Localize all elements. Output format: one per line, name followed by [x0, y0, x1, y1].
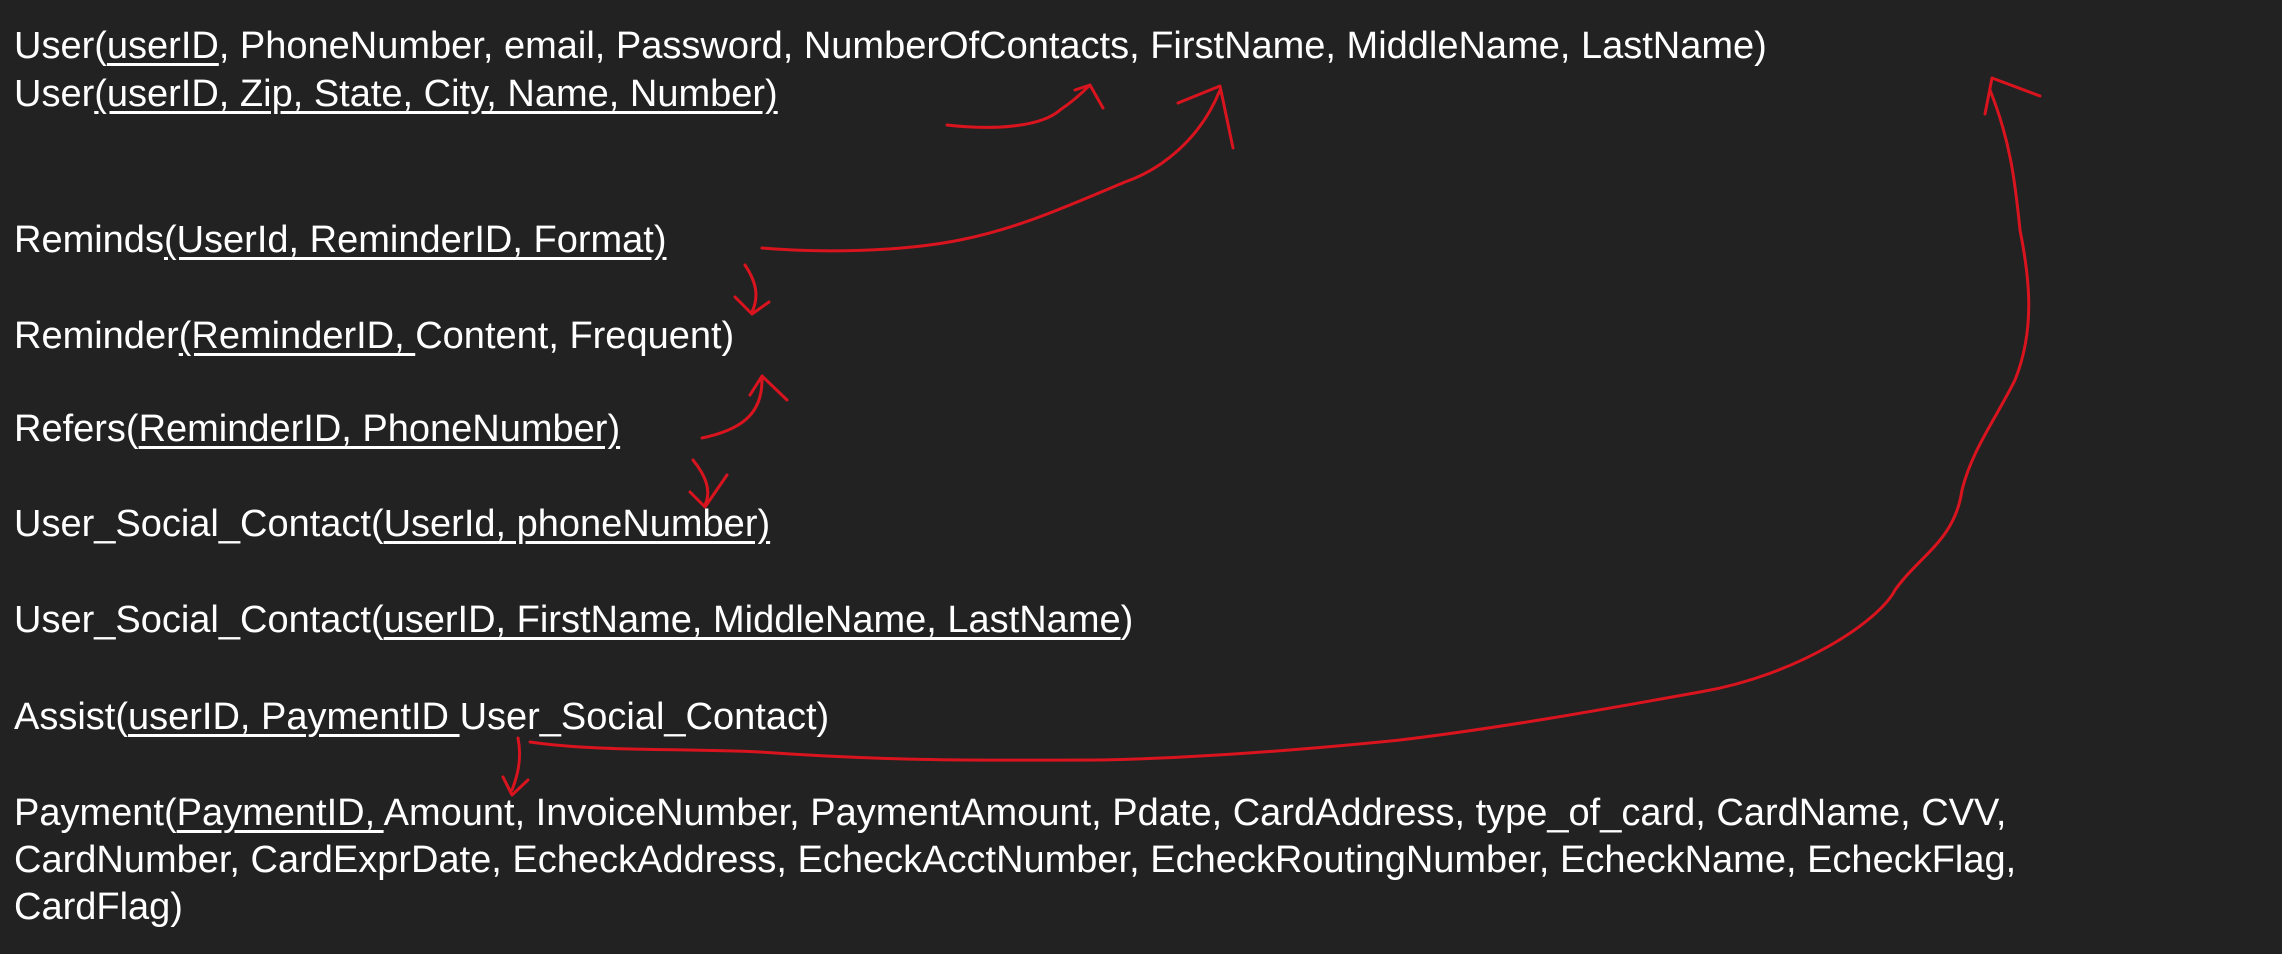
- attributes: Content, Frequent): [415, 315, 735, 357]
- attributes: , PhoneNumber, email, Password, NumberOf…: [218, 25, 1767, 67]
- key-attributes: (UserId, ReminderID, Format): [163, 219, 667, 261]
- key-attributes: UserId, phoneNumber): [383, 503, 771, 545]
- relation-user-social-contact-2: User_Social_Contact(userID, FirstName, M…: [14, 596, 1133, 644]
- arrow-reminds-to-reminder: [733, 263, 771, 316]
- key-attributes: userID: [106, 25, 219, 67]
- relation-name: Payment(: [14, 792, 177, 834]
- relation-reminder: Reminder(ReminderID, Content, Frequent): [14, 312, 734, 360]
- relation-payment-cont-2: CardFlag): [14, 883, 183, 931]
- relation-refers: Refers(ReminderID, PhoneNumber): [14, 405, 620, 453]
- relation-user-social-contact-1: User_Social_Contact(UserId, phoneNumber): [14, 500, 770, 548]
- relation-payment: Payment(PaymentID, Amount, InvoiceNumber…: [14, 789, 2006, 837]
- key-attributes: PaymentID,: [176, 792, 384, 834]
- arrow-reminds-to-numberofcontacts: [760, 84, 1235, 253]
- key-attributes: userID, FirstName, MiddleName, LastName: [383, 599, 1121, 641]
- key-attributes: (userID, Zip, State, City, Name, Number): [94, 73, 778, 115]
- attributes: User_Social_Contact): [459, 696, 830, 738]
- relation-user-2: User(userID, Zip, State, City, Name, Num…: [14, 70, 778, 118]
- attributes: CardFlag): [14, 886, 183, 928]
- relation-assist: Assist(userID, PaymentID User_Social_Con…: [14, 693, 829, 741]
- arrow-user2-to-numberofcontacts: [945, 83, 1105, 129]
- attributes: Amount, InvoiceNumber, PaymentAmount, Pd…: [383, 792, 2007, 834]
- relation-payment-cont-1: CardNumber, CardExprDate, EcheckAddress,…: [14, 836, 2016, 884]
- relation-name: User: [14, 73, 95, 115]
- arrow-assist-to-payment: [501, 736, 530, 797]
- relation-name: User(: [14, 25, 107, 67]
- relation-user-1: User(userID, PhoneNumber, email, Passwor…: [14, 22, 1767, 70]
- relation-name: Refers(: [14, 408, 139, 450]
- relation-name: Assist(: [14, 696, 128, 738]
- key-attributes: (ReminderID,: [178, 315, 416, 357]
- arrow-refers-to-reminder: [700, 374, 789, 440]
- arrow-assist-to-lastname: [528, 76, 2042, 762]
- key-attributes: ReminderID, PhoneNumber): [138, 408, 621, 450]
- attributes: ): [1120, 599, 1134, 641]
- relation-name: Reminds: [14, 219, 164, 261]
- relation-reminds: Reminds(UserId, ReminderID, Format): [14, 216, 667, 264]
- key-attributes: userID, PaymentID: [128, 696, 460, 738]
- relation-name: Reminder: [14, 315, 179, 357]
- relation-name: User_Social_Contact(: [14, 599, 384, 641]
- arrow-refers-to-user-social-contact: [688, 458, 729, 509]
- attributes: CardNumber, CardExprDate, EcheckAddress,…: [14, 839, 2017, 881]
- relation-name: User_Social_Contact(: [14, 503, 384, 545]
